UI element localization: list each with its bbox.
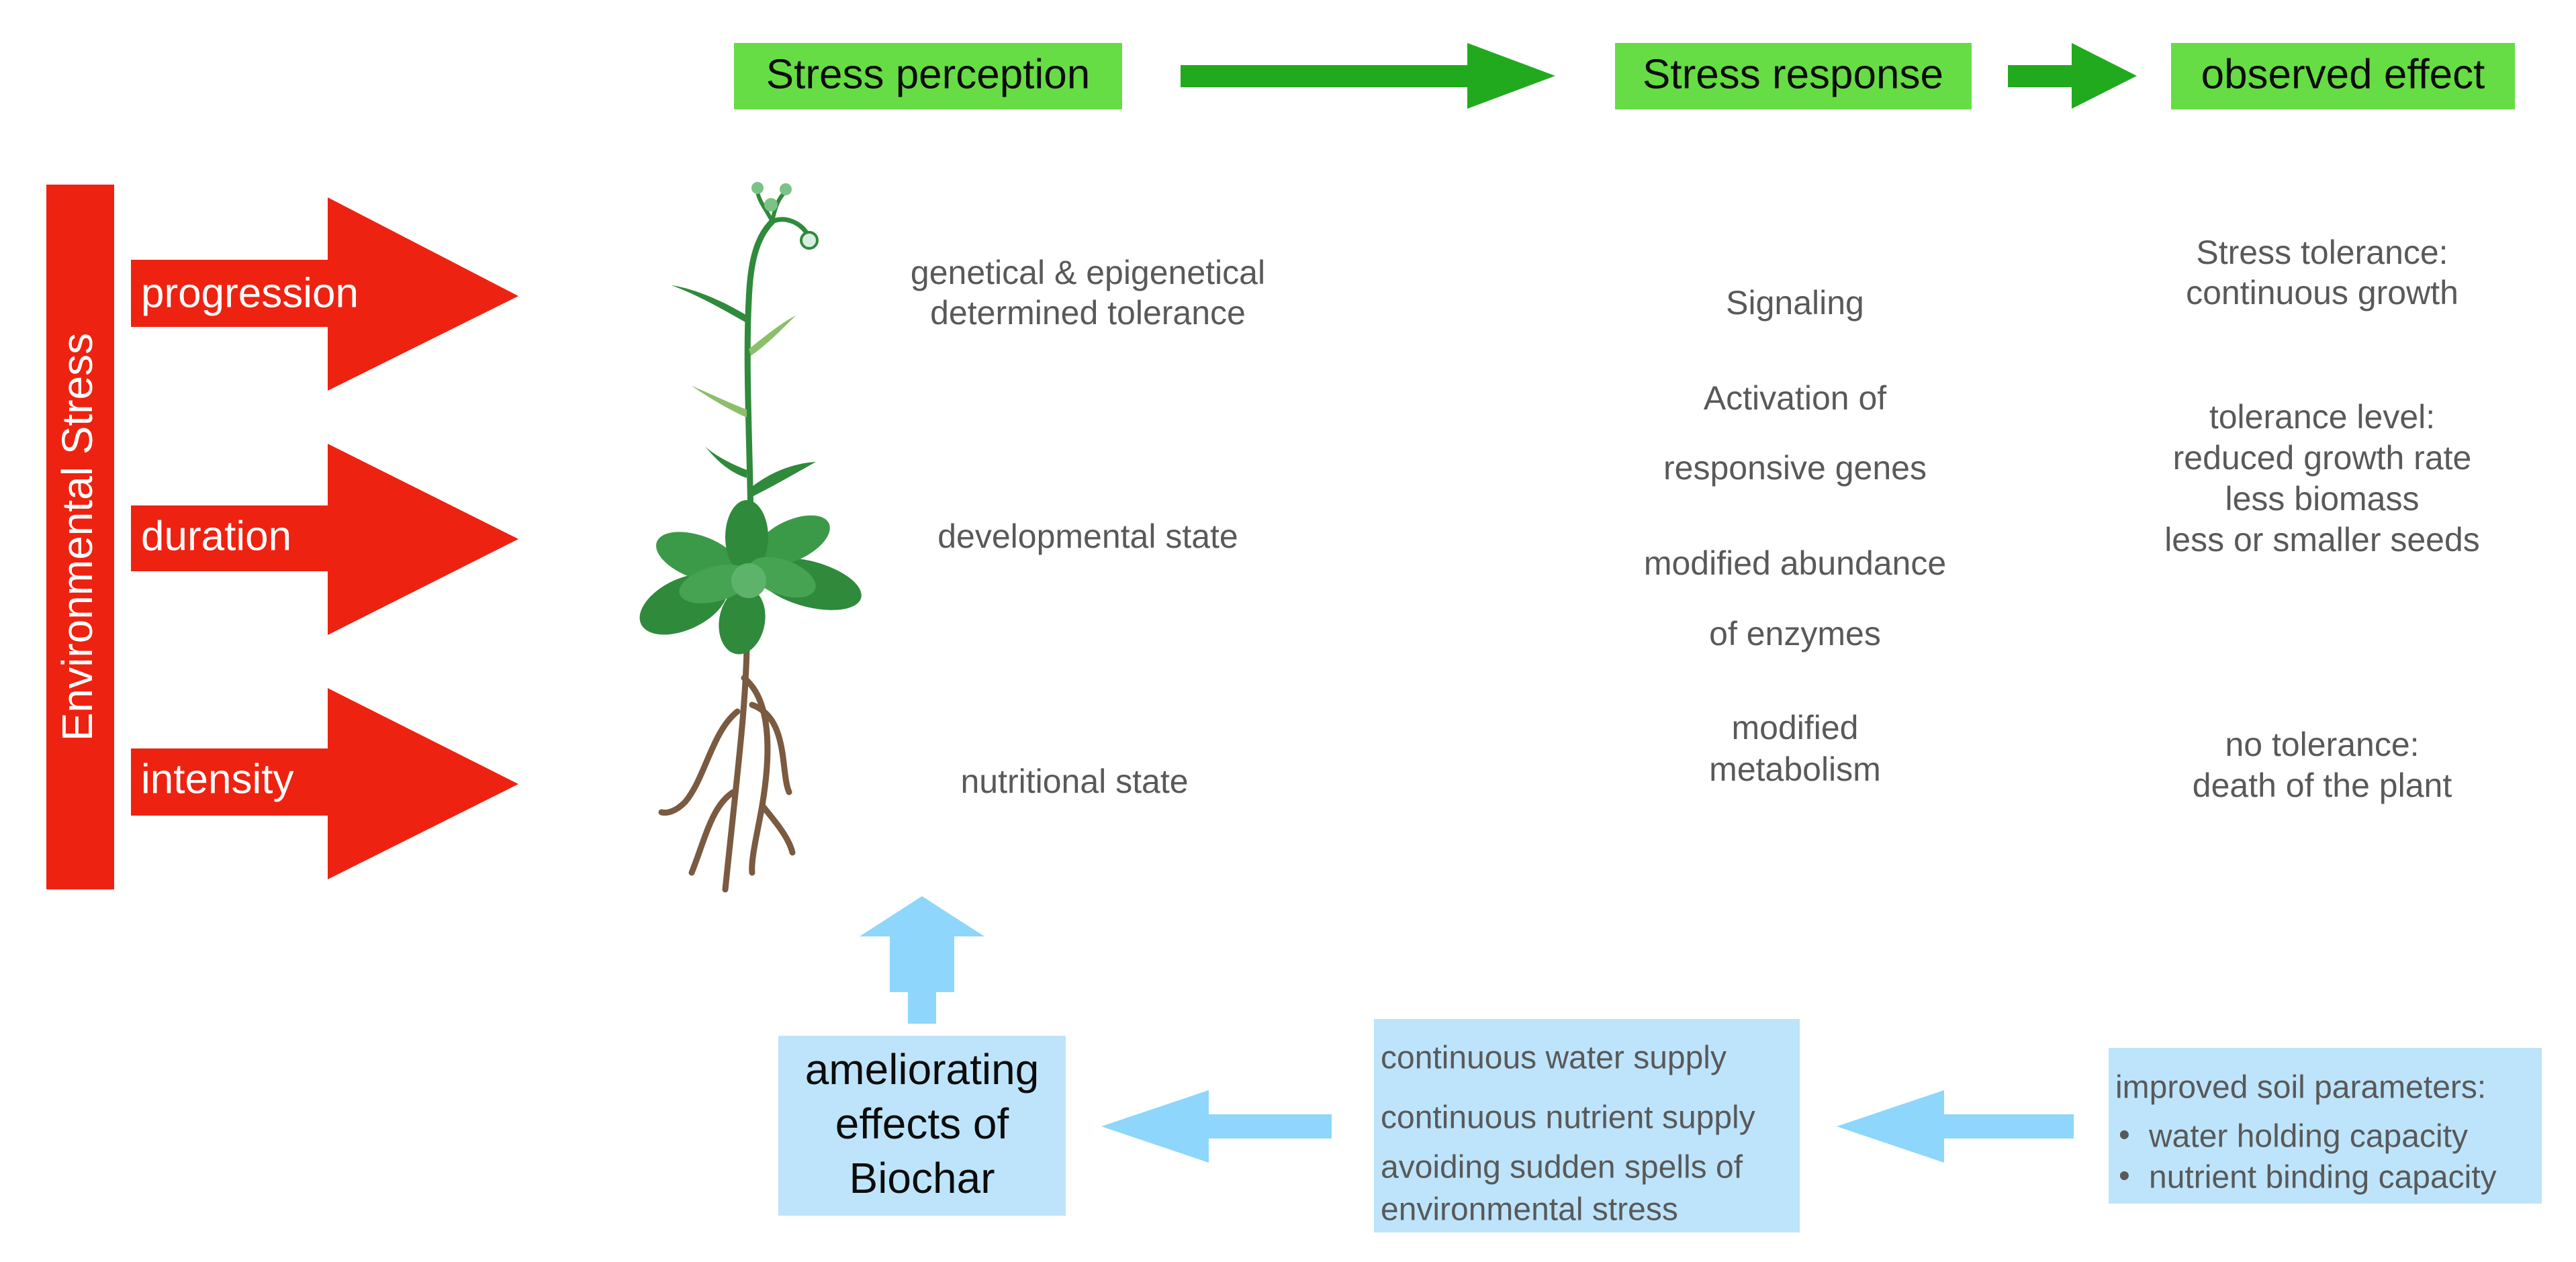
soil-to-supply-arrow (1837, 1090, 2074, 1163)
biochar-up-arrow (860, 896, 984, 992)
soil-bullet-2: • (2119, 1159, 2130, 1194)
environmental-stress-label: Environmental Stress (53, 333, 101, 741)
biochar-line3: Biochar (849, 1154, 995, 1202)
stress-tolerance-line2: continuous growth (2186, 274, 2458, 311)
soil-item-nutrient: nutrient binding capacity (2149, 1160, 2497, 1196)
environmental-stress-bar (46, 185, 114, 889)
tolerance-level-line1: tolerance level: (2209, 398, 2435, 436)
supply-to-biochar-arrow (1101, 1090, 1332, 1163)
biochar-line1: ameliorating (805, 1045, 1040, 1094)
progression-label: progression (141, 270, 359, 316)
biochar-box (778, 1036, 1066, 1216)
biochar-up-arrow-stem (908, 987, 936, 1024)
progression-arrow (131, 197, 518, 391)
water-supply-text: continuous water supply (1381, 1040, 1727, 1076)
supply-box (1374, 1019, 1800, 1232)
activation-line1: Activation of (1704, 379, 1886, 417)
tolerance-level-line4: less or smaller seeds (2164, 521, 2480, 559)
duration-label: duration (141, 513, 291, 559)
enzymes-line2: of enzymes (1709, 615, 1881, 652)
signaling-text: Signaling (1726, 284, 1864, 322)
stress-response-label: Stress response (1643, 51, 1943, 97)
no-tolerance-line2: death of the plant (2193, 767, 2452, 804)
soil-bullet-1: • (2119, 1118, 2130, 1153)
soil-box (2109, 1048, 2542, 1204)
observed-effect-box (2171, 43, 2515, 109)
plant-illustration (639, 182, 862, 893)
soil-item-water: water holding capacity (2148, 1119, 2468, 1155)
avoid-stress-line2: environmental stress (1381, 1192, 1678, 1228)
observed-effect-label: observed effect (2201, 51, 2485, 97)
intensity-arrow (131, 688, 518, 879)
genetic-tolerance-line1: genetical & epigenetical (911, 254, 1265, 291)
duration-arrow (131, 444, 518, 635)
biochar-line2: effects of (835, 1100, 1009, 1148)
response-to-effect-arrow (2008, 43, 2137, 109)
stress-response-box (1615, 43, 1972, 109)
nutrient-supply-text: continuous nutrient supply (1381, 1100, 1755, 1136)
developmental-state-text: developmental state (937, 518, 1238, 555)
enzymes-line1: modified abundance (1644, 544, 1946, 582)
genetic-tolerance-line2: determined tolerance (930, 294, 1246, 332)
intensity-label: intensity (141, 756, 293, 802)
tolerance-level-line3: less biomass (2225, 480, 2420, 518)
perception-to-response-arrow (1181, 43, 1555, 109)
avoid-stress-line1: avoiding sudden spells of (1381, 1150, 1743, 1185)
metabolism-line1: modified (1732, 709, 1859, 746)
no-tolerance-line1: no tolerance: (2225, 726, 2419, 763)
metabolism-line2: metabolism (1709, 750, 1881, 788)
activation-line2: responsive genes (1663, 449, 1927, 487)
soil-title: improved soil parameters: (2115, 1070, 2486, 1106)
stress-perception-label: Stress perception (766, 51, 1090, 97)
stress-perception-box (734, 43, 1122, 109)
stress-tolerance-line1: Stress tolerance: (2196, 234, 2448, 271)
nutritional-state-text: nutritional state (960, 763, 1188, 800)
tolerance-level-line2: reduced growth rate (2173, 439, 2472, 477)
